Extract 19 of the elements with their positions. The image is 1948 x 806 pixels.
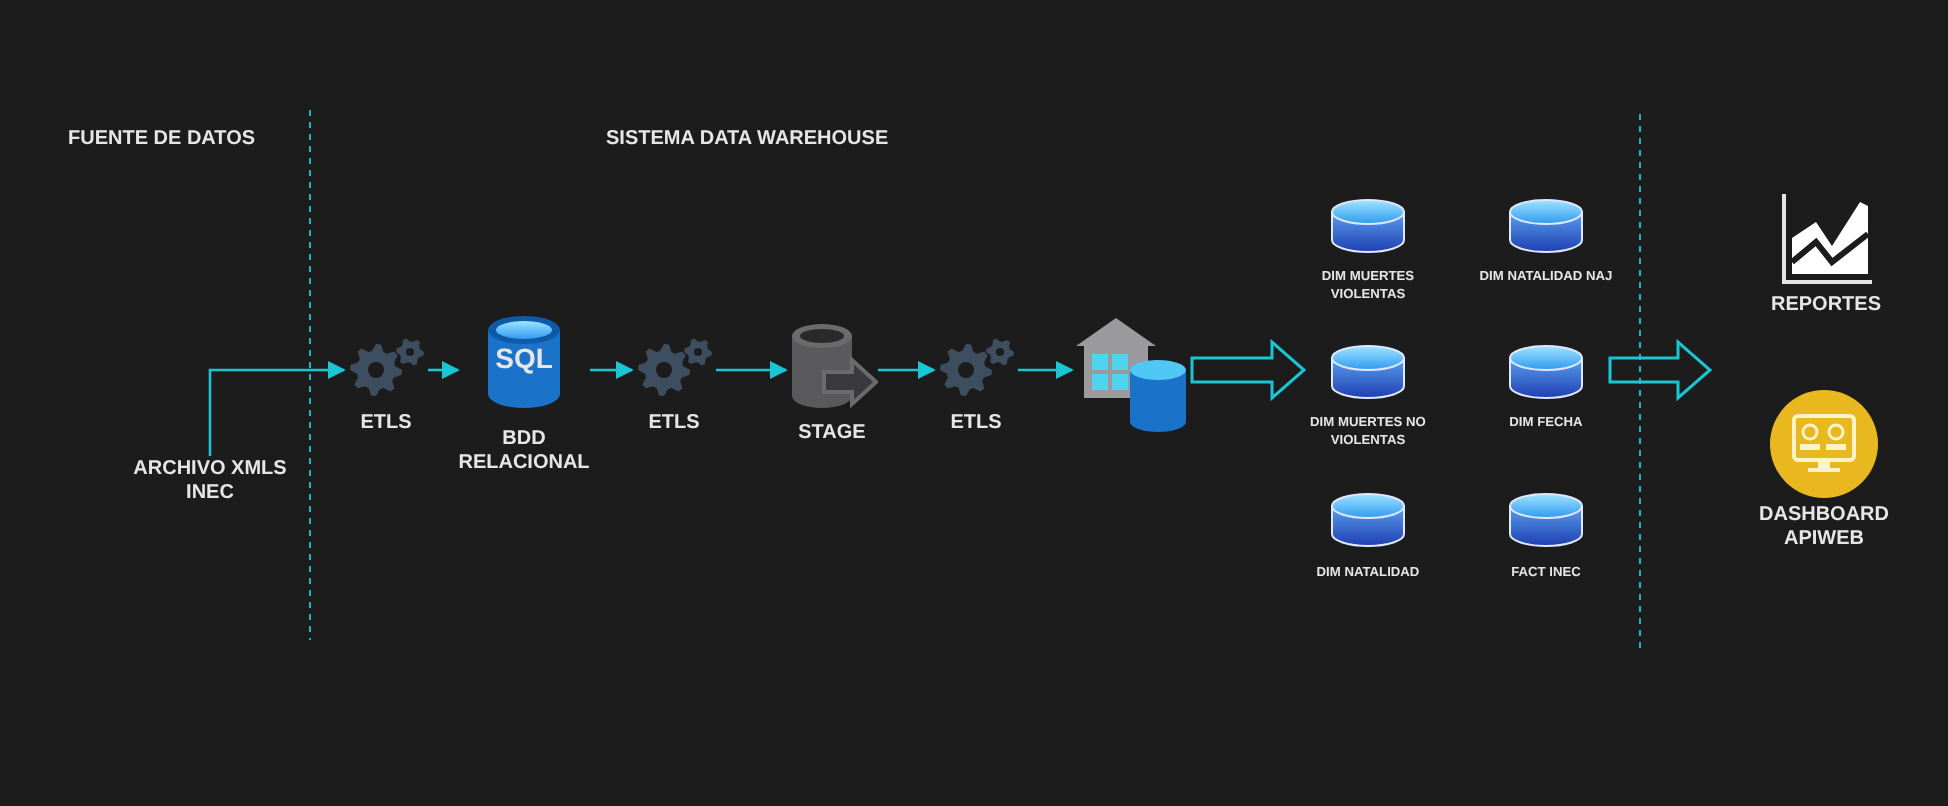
node-label: ETLS [948, 412, 1004, 436]
node-label: STAGE [796, 422, 868, 446]
node-label: BDD RELACIONAL [458, 428, 590, 476]
section-heading: SISTEMA DATA WAREHOUSE [606, 128, 889, 150]
node-label: DASHBOARD APIWEB [1757, 504, 1891, 552]
arrow [208, 360, 346, 456]
block-arrow [1608, 338, 1713, 402]
node-label: ARCHIVO XMLS INEC [131, 458, 289, 506]
section-heading: FUENTE DE DATOS [68, 128, 256, 150]
arrow [590, 360, 634, 380]
node-label: ETLS [358, 412, 414, 436]
arrow [1018, 360, 1074, 380]
arrow [716, 360, 788, 380]
arrow [428, 360, 460, 380]
node-label: REPORTES [1768, 294, 1883, 318]
database-label: SQL [493, 342, 555, 374]
arrow [878, 360, 936, 380]
node-label: ETLS [646, 412, 702, 436]
block-arrow [1190, 338, 1307, 402]
